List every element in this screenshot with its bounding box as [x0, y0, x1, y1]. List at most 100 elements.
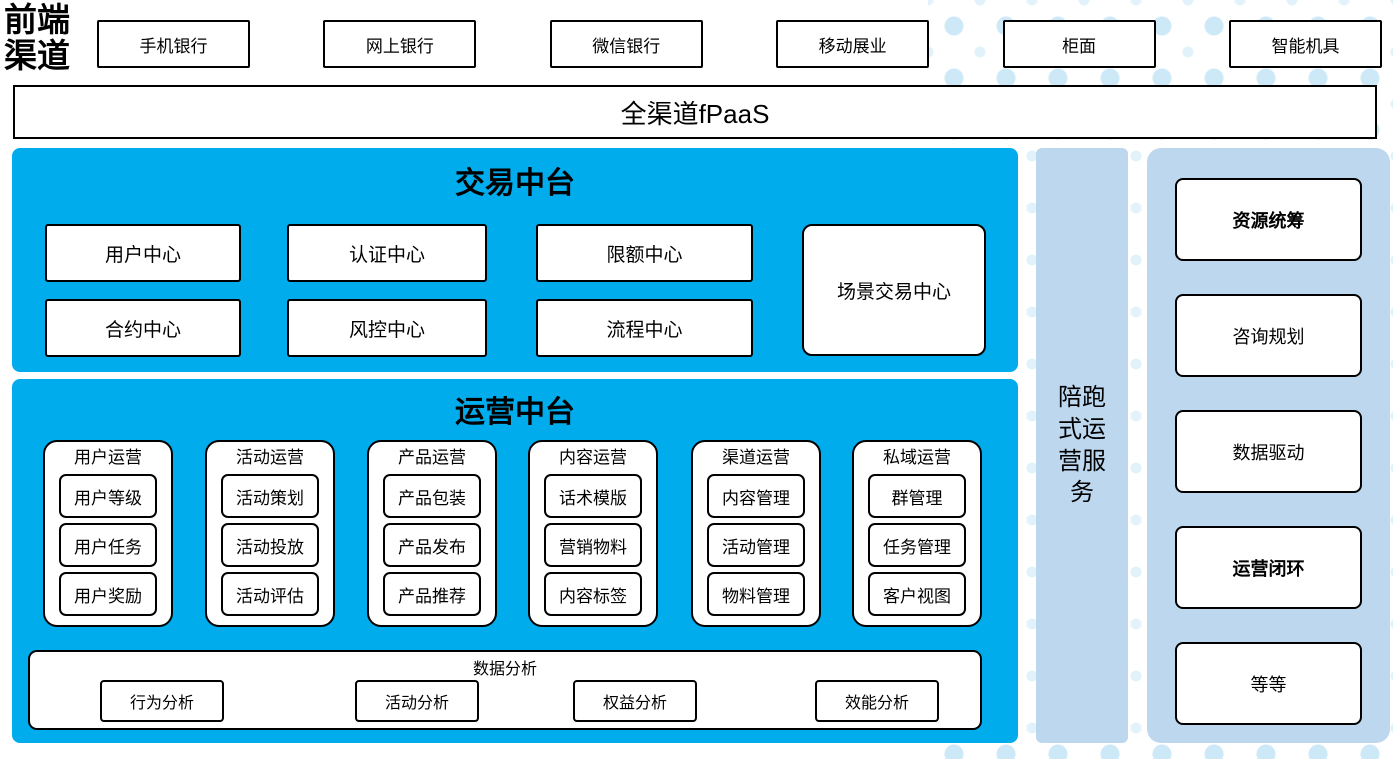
center-box-label: 限额中心	[606, 244, 683, 266]
ops-item-label: 活动评估	[236, 586, 304, 606]
trade-platform-section: 交易中台 用户中心 认证中心 限额中心合约中心 风控中心 流程中心 场景交易中心	[12, 148, 1018, 372]
ops-item: 用户等级	[59, 474, 157, 519]
channel-box-label: 柜面	[1062, 36, 1097, 56]
ops-item: 活动管理	[707, 523, 805, 568]
service-box-label: 咨询规划	[1232, 326, 1305, 347]
fpaas-bar-label: 全渠道fPaaS	[620, 98, 770, 129]
service-box: 等等	[1175, 642, 1362, 725]
ops-item-label: 活动策划	[236, 488, 304, 508]
ops-column: 用户运营用户等级用户任务用户奖励	[43, 440, 173, 627]
ops-item: 活动策划	[221, 474, 319, 519]
ops-item: 群管理	[868, 474, 966, 519]
fpaas-bar: 全渠道fPaaS	[13, 85, 1377, 139]
trade-platform-title: 交易中台	[455, 167, 575, 200]
ops-item: 客户视图	[868, 572, 966, 617]
ops-item-label: 用户等级	[74, 488, 142, 508]
center-box: 风控中心	[287, 299, 487, 357]
ops-column-header: 渠道运营	[722, 448, 790, 467]
companion-service-label: 陪跑式运营服务	[1058, 384, 1106, 507]
ops-item-label: 活动管理	[722, 537, 790, 557]
channel-box: 智能机具	[1228, 20, 1382, 68]
ops-item-label: 内容管理	[722, 488, 790, 508]
analysis-item: 活动分析	[355, 680, 479, 722]
channel-box-label: 网上银行	[365, 36, 434, 56]
ops-column: 产品运营产品包装产品发布产品推荐	[367, 440, 497, 627]
scene-trade-center-box: 场景交易中心	[802, 224, 986, 356]
ops-item-label: 内容标签	[559, 586, 627, 606]
ops-column-header: 私域运营	[883, 448, 951, 467]
center-box-label: 流程中心	[606, 319, 683, 341]
service-box: 数据驱动	[1175, 410, 1362, 493]
ops-item: 活动评估	[221, 572, 319, 617]
ops-item-label: 话术模版	[559, 488, 627, 508]
ops-item-label: 任务管理	[883, 537, 951, 557]
ops-column-header: 用户运营	[74, 448, 142, 467]
channel-box-label: 移动展业	[818, 36, 887, 56]
ops-column: 渠道运营内容管理活动管理物料管理	[691, 440, 821, 627]
ops-item: 营销物料	[544, 523, 642, 568]
ops-column-header: 内容运营	[559, 448, 627, 467]
ops-item-label: 产品推荐	[398, 586, 466, 606]
data-analysis-panel: 数据分析 行为分析 活动分析 权益分析 效能分析	[28, 650, 982, 730]
service-box-label: 等等	[1250, 674, 1287, 695]
service-box-label: 资源统筹	[1232, 210, 1305, 231]
center-box-label: 用户中心	[104, 244, 181, 266]
service-box-label: 运营闭环	[1232, 558, 1305, 579]
analysis-item-label: 行为分析	[129, 695, 194, 712]
service-box: 资源统筹	[1175, 178, 1362, 261]
ops-item: 内容管理	[707, 474, 805, 519]
center-box: 用户中心	[45, 224, 241, 282]
ops-item: 产品发布	[383, 523, 481, 568]
ops-item: 任务管理	[868, 523, 966, 568]
ops-platform-section: 运营中台 用户运营用户等级用户任务用户奖励活动运营活动策划活动投放活动评估产品运…	[12, 379, 1018, 743]
service-box-label: 数据驱动	[1232, 442, 1305, 463]
analysis-item-label: 效能分析	[844, 695, 909, 712]
ops-item: 活动投放	[221, 523, 319, 568]
ops-item-label: 物料管理	[722, 586, 790, 606]
companion-service-bar: 陪跑式运营服务	[1036, 148, 1128, 743]
channel-box: 手机银行	[97, 20, 250, 68]
ops-item: 产品包装	[383, 474, 481, 519]
ops-column: 活动运营活动策划活动投放活动评估	[205, 440, 335, 627]
analysis-item-label: 活动分析	[384, 695, 449, 712]
channel-box: 柜面	[1002, 20, 1156, 68]
ops-item-label: 群管理	[891, 488, 943, 508]
analysis-item-label: 权益分析	[602, 695, 667, 712]
data-analysis-title: 数据分析	[472, 661, 537, 678]
ops-column-header: 活动运营	[236, 448, 304, 467]
channel-box: 网上银行	[323, 20, 477, 68]
ops-column: 私域运营群管理任务管理客户视图	[852, 440, 982, 627]
ops-item-label: 产品发布	[398, 537, 466, 557]
ops-item-label: 用户奖励	[74, 586, 142, 606]
ops-item: 用户奖励	[59, 572, 157, 617]
analysis-item: 权益分析	[573, 680, 697, 722]
ops-item-label: 活动投放	[236, 537, 304, 557]
center-box: 合约中心	[45, 299, 241, 357]
service-box: 运营闭环	[1175, 526, 1362, 609]
ops-item: 用户任务	[59, 523, 157, 568]
front-channel-row: 手机银行 网上银行 微信银行 移动展业 柜面 智能机具	[97, 20, 1382, 68]
channel-box: 微信银行	[549, 20, 703, 68]
ops-platform-title: 运营中台	[455, 396, 575, 429]
channel-box-label: 微信银行	[592, 36, 661, 56]
ops-item: 产品推荐	[383, 572, 481, 617]
center-box: 认证中心	[287, 224, 487, 282]
ops-item: 话术模版	[544, 474, 642, 519]
center-box: 限额中心	[536, 224, 753, 282]
channel-box: 移动展业	[776, 20, 930, 68]
ops-item-label: 产品包装	[398, 488, 466, 508]
service-box: 咨询规划	[1175, 294, 1362, 377]
analysis-item: 效能分析	[815, 680, 939, 722]
ops-item-label: 营销物料	[559, 537, 627, 557]
center-box-label: 合约中心	[104, 319, 181, 341]
front-channel-label: 前端渠道	[4, 3, 70, 75]
ops-column: 内容运营话术模版营销物料内容标签	[528, 440, 658, 627]
scene-trade-center-label: 场景交易中心	[836, 281, 951, 303]
ops-item-label: 客户视图	[883, 586, 951, 606]
ops-item: 内容标签	[544, 572, 642, 617]
center-box-label: 风控中心	[348, 319, 425, 341]
channel-box-label: 智能机具	[1271, 36, 1340, 56]
ops-item-label: 用户任务	[74, 537, 142, 557]
ops-column-header: 产品运营	[398, 448, 466, 467]
